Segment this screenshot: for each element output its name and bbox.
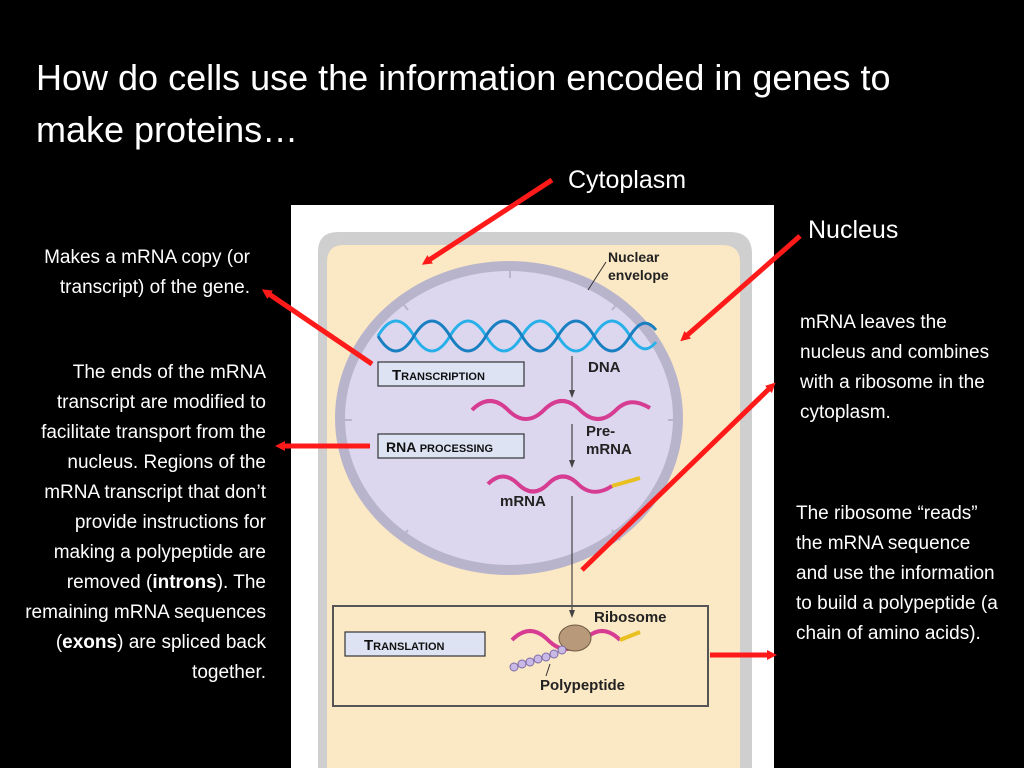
exons-term: exons [62,632,118,653]
rna-processing-box [377,433,525,459]
mrna-strand [486,474,614,494]
cytoplasm-label: Cytoplasm [568,166,687,194]
transcription-label: TRANSCRIPTION [392,367,485,384]
translation-label: TRANSLATION [364,637,445,654]
ribosome-label: Ribosome [594,609,667,626]
note-rna-processing-text-1: The ends of the mRNA transcript are modi… [41,362,266,593]
transcription-box [377,361,525,387]
polypeptide-label: Polypeptide [540,677,625,694]
note-transcript-copy: Makes a mRNA copy (or transcript) of the… [44,247,250,298]
note-rna-processing: The ends of the mRNA transcript are modi… [10,358,266,688]
nuclear-pores [340,266,680,541]
rna-processing-label: RNA PROCESSING [386,439,493,455]
arrow-mrna-leaves-note [580,382,776,572]
mrna-tail [611,476,641,488]
polypeptide-chain [509,645,567,672]
note-ribosome-reads: The ribosome “reads” the mRNA sequence a… [796,503,998,644]
translation-frame [332,605,709,707]
polypeptide-pointer [545,663,551,677]
arrow-cytoplasm [421,177,554,265]
note-rna-processing-text-2: ). The remaining mRNA sequences ( [25,572,266,653]
pre-mrna-label-line2: mRNA [586,441,632,458]
arrow-nucleus [680,234,802,342]
nucleus-label: Nucleus [808,216,899,244]
slide-title: How do cells use the information encoded… [36,57,891,150]
nucleus-interior [345,271,673,565]
pre-mrna-strand [470,399,651,421]
pre-mrna-label-line1: Pre- [586,423,615,440]
dna-helix [376,319,658,353]
note-rna-processing-text-3: ) are spliced back together. [117,632,266,683]
nuclear-envelope-label-line1: Nuclear [608,249,660,265]
cytoplasm-mrna-tail [619,630,641,642]
arrow-transcription-note [261,289,374,367]
nuclear-envelope-label-line2: envelope [608,267,669,283]
dna-label: DNA [588,359,621,376]
red-arrows [261,177,802,660]
ribosome [558,624,592,652]
note-mrna-leaves: mRNA leaves the nucleus and combines wit… [800,312,990,423]
nuclear-envelope-pointer [587,261,607,291]
translation-box [344,631,486,657]
introns-term: introns [152,572,217,593]
mrna-label: mRNA [500,493,546,510]
